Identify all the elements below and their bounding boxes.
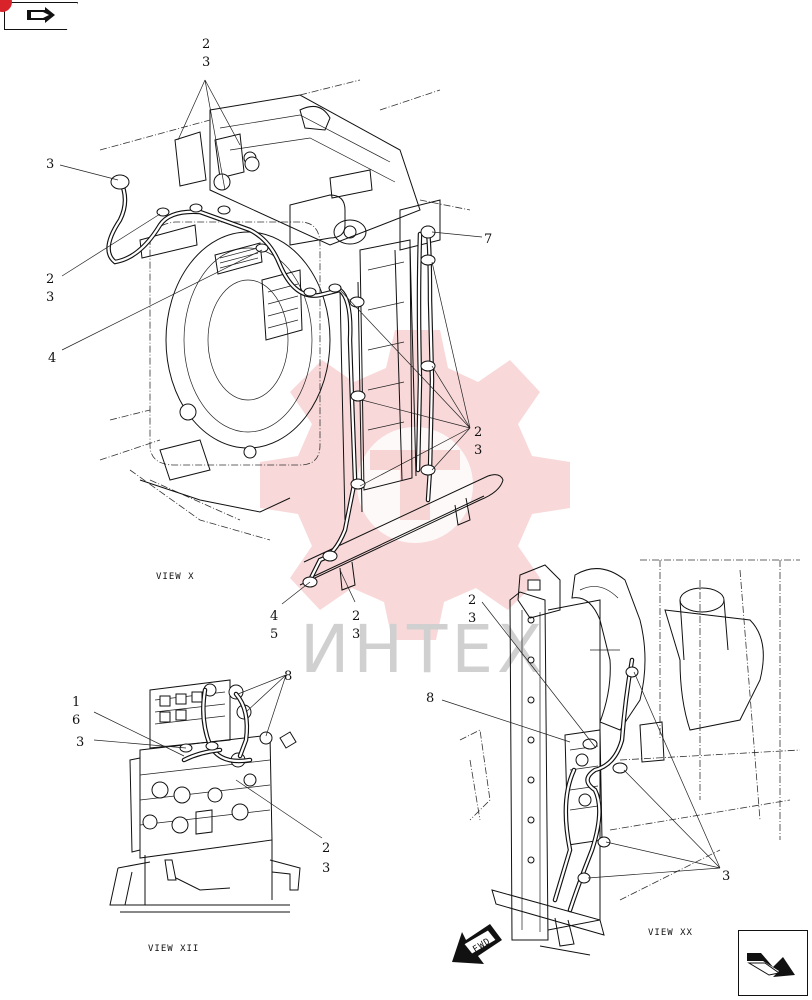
view-xii-drawing [93,674,323,913]
callout-2-mid: 2 [474,425,482,440]
view-x-label: VIEW X [156,572,195,582]
next-page-button[interactable] [738,930,808,996]
callout-2-bottom: 2 [352,609,360,624]
callout-3-left: 3 [46,157,54,172]
callout-2-top: 2 [202,37,210,52]
callout-1-xii: 1 [72,695,80,710]
callout-8-xx: 8 [426,691,434,706]
view-xx-label: VIEW XX [648,928,693,938]
callout-3-xii-b: 3 [322,861,330,876]
callout-3-xx-b: 3 [722,869,730,884]
callout-3-left-b: 3 [46,290,54,305]
callout-3-mid: 3 [474,443,482,458]
view-xx-drawing [441,559,801,964]
view-x-drawing [59,79,504,605]
callout-3-xx: 3 [468,611,476,626]
callout-2-left: 2 [46,272,54,287]
callout-3-bottom: 3 [352,627,360,642]
fwd-arrow-icon [452,924,502,964]
callout-6-xii: 6 [72,713,80,728]
watermark-gear [260,330,570,640]
view-xii-label: VIEW XII [148,944,199,954]
previous-page-icon [27,7,55,23]
watermark-text: ИНТЕХ [300,611,546,688]
callout-2-xii: 2 [322,841,330,856]
callout-4-bottom: 4 [270,609,278,624]
previous-page-button[interactable] [4,2,78,30]
next-page-icon [747,953,795,977]
callout-3-xii: 3 [76,735,84,750]
callout-4-left: 4 [48,351,56,366]
callout-8-xii: 8 [284,669,292,684]
red-marker [0,0,12,12]
callout-5-bottom: 5 [270,627,278,642]
callout-7: 7 [484,232,492,247]
callout-2-xx: 2 [468,593,476,608]
callout-3-top: 3 [202,55,210,70]
